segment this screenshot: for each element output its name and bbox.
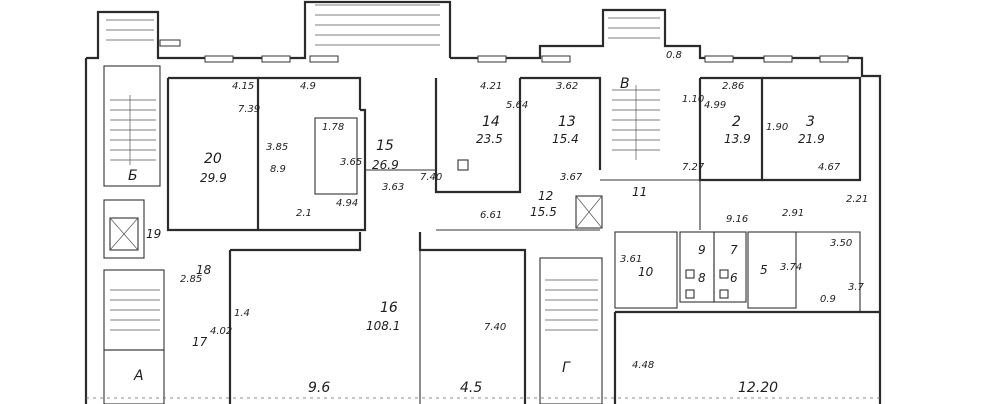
dimensions: 4.15 4.9 4.21 3.62 2.86 1.78 3.85 3.65 8… bbox=[180, 50, 868, 396]
dimension-label: 4.9 bbox=[300, 81, 316, 92]
room-number: 10 bbox=[638, 265, 654, 279]
room-area: 15.4 bbox=[552, 132, 579, 146]
room-number: 2 bbox=[732, 114, 741, 130]
room-area: 26.9 bbox=[372, 158, 399, 172]
room-number: 6 bbox=[730, 271, 738, 285]
dimension-label: 4.67 bbox=[818, 162, 841, 173]
room-number: 13 bbox=[558, 114, 576, 130]
dimension-label: 0.9 bbox=[820, 294, 836, 305]
room-number: 18 bbox=[196, 263, 212, 277]
dimension-label: 7.40 bbox=[484, 322, 506, 333]
room-number: 20 bbox=[204, 151, 222, 167]
room-area: 29.9 bbox=[200, 171, 227, 185]
dimension-label: 4.5 bbox=[460, 380, 482, 396]
room-area: 108.1 bbox=[366, 319, 400, 333]
windows bbox=[159, 39, 849, 63]
fixtures bbox=[457, 159, 729, 299]
dimension-label: 3.7 bbox=[848, 282, 865, 293]
dimension-label: 2.21 bbox=[846, 194, 868, 205]
dimension-label: 12.20 bbox=[738, 380, 778, 396]
room-number: 9 bbox=[698, 243, 706, 257]
dimension-label: 7.27 bbox=[682, 162, 705, 173]
interior-walls bbox=[103, 65, 880, 404]
dimension-label: 4.15 bbox=[232, 81, 254, 92]
dimension-label: 4.94 bbox=[336, 198, 358, 209]
room-area: 15.5 bbox=[530, 205, 557, 219]
stair-hatching bbox=[106, 4, 660, 331]
stair-letter-b: Б bbox=[128, 168, 138, 184]
dimension-label: 2.1 bbox=[296, 208, 312, 219]
room-number: 17 bbox=[192, 335, 208, 349]
dimension-label: 0.8 bbox=[666, 50, 682, 61]
dimension-label: 4.48 bbox=[632, 360, 654, 371]
room-area: 23.5 bbox=[476, 132, 503, 146]
dimension-label: 9.16 bbox=[726, 214, 748, 225]
dimension-label: 1.90 bbox=[766, 122, 788, 133]
dimension-label: 2.85 bbox=[180, 274, 202, 285]
room-number: 19 bbox=[146, 227, 161, 241]
dimension-label: 2.91 bbox=[782, 208, 804, 219]
dimension-label: 4.99 bbox=[704, 100, 726, 111]
room-area: 13.9 bbox=[724, 132, 751, 146]
stair-letter-g: Г bbox=[562, 360, 571, 376]
room-area: 21.9 bbox=[798, 132, 825, 146]
dimension-label: 1.78 bbox=[322, 122, 344, 133]
dimension-label: 5.64 bbox=[506, 100, 528, 111]
room-number: 15 bbox=[376, 138, 394, 154]
dimension-label: 8.9 bbox=[270, 164, 286, 175]
dimension-label: 7.40 bbox=[420, 172, 442, 183]
dimension-label: 3.85 bbox=[266, 142, 288, 153]
stair-letter-a: А bbox=[133, 368, 144, 384]
dimension-label: 3.61 bbox=[620, 254, 642, 265]
room-number: 3 bbox=[806, 114, 815, 130]
dimension-label: 4.02 bbox=[210, 326, 232, 337]
dimension-label: 3.50 bbox=[830, 238, 852, 249]
room-number: 7 bbox=[730, 243, 738, 257]
dimension-label: 7.39 bbox=[238, 104, 260, 115]
dimension-label: 4.21 bbox=[480, 81, 502, 92]
stair-letter-v: В bbox=[620, 76, 630, 92]
room-number: 5 bbox=[760, 263, 768, 277]
stair-letters: Б А В Г bbox=[128, 76, 630, 384]
dimension-label: 1.10 bbox=[682, 94, 704, 105]
room-number: 16 bbox=[380, 300, 398, 316]
room-number: 8 bbox=[698, 271, 706, 285]
dimension-label: 6.61 bbox=[480, 210, 502, 221]
dimension-label: 3.62 bbox=[556, 81, 578, 92]
dimension-label: 3.74 bbox=[780, 262, 802, 273]
room-number: 12 bbox=[538, 189, 553, 203]
dimension-label: 1.4 bbox=[234, 308, 250, 319]
room-number: 14 bbox=[482, 114, 500, 130]
dimension-label: 3.63 bbox=[382, 182, 404, 193]
dimension-label: 2.86 bbox=[722, 81, 744, 92]
room-number: 11 bbox=[632, 185, 647, 199]
room-labels: 20 29.9 15 26.9 14 23.5 13 15.4 2 13.9 3… bbox=[146, 114, 825, 349]
dimension-label: 3.65 bbox=[340, 157, 362, 168]
dimension-label: 3.67 bbox=[560, 172, 583, 183]
dimension-label: 9.6 bbox=[308, 380, 330, 396]
